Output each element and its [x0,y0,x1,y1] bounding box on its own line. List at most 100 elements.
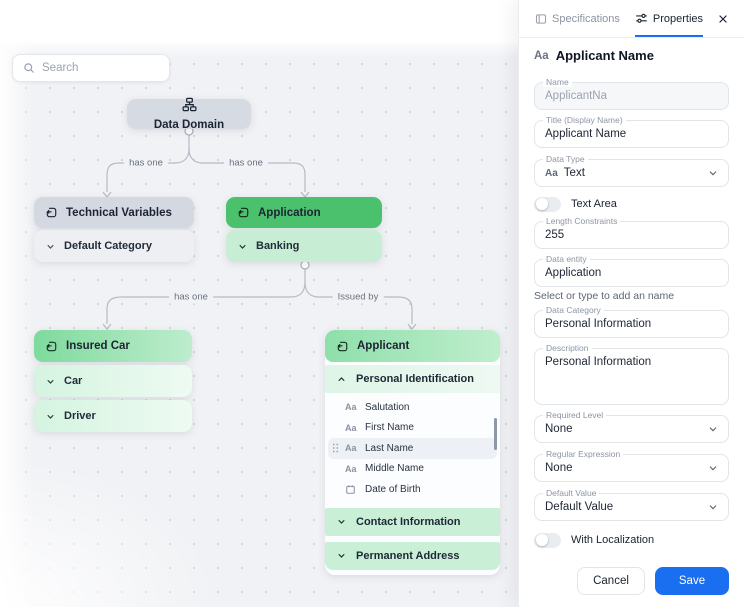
entity-icon [237,206,250,219]
search-input[interactable] [42,62,196,74]
category-row-personal-identification[interactable]: Personal Identification [325,365,500,393]
node-title: Technical Variables [66,206,172,219]
properties-panel: Specifications Properties Aa Applicant N… [518,0,744,607]
attribute-scrollbar[interactable] [493,418,497,450]
close-icon [719,14,727,23]
chevron-down-icon[interactable] [45,411,56,422]
chevron-down-icon[interactable] [336,516,347,527]
field-label: Regular Expression [543,449,624,459]
chevron-down-icon[interactable] [237,241,248,252]
category-row-car[interactable]: Car [34,365,192,397]
entity-icon [45,340,58,353]
specifications-icon [535,13,547,25]
text-type-icon: Aa [345,402,357,413]
attribute-row-salutation[interactable]: Aa Salutation [325,397,500,418]
save-button[interactable]: Save [655,567,729,595]
text-type-icon: Aa [345,443,357,454]
chevron-down-icon [707,501,719,513]
category-row-driver[interactable]: Driver [34,400,192,432]
category-label: Contact Information [356,515,461,528]
category-row-contact-information[interactable]: Contact Information [325,507,500,536]
field-label: Description [543,343,592,353]
canvas-search[interactable] [12,54,196,82]
panel-tabs: Specifications Properties [519,0,744,38]
node-header[interactable]: Applicant [325,330,500,362]
field-value: None [545,462,573,474]
attribute-label: First Name [365,422,414,434]
chevron-down-icon[interactable] [45,241,56,252]
tab-properties[interactable]: Properties [634,0,704,37]
required-level-select[interactable]: Required Level None [534,410,729,443]
sitemap-icon [182,97,197,112]
drag-handle-icon[interactable] [332,443,339,454]
tab-label: Specifications [552,12,620,25]
category-label: Banking [256,240,300,252]
sliders-icon [635,12,648,25]
length-constraints-field[interactable]: Length Constraints 255 [534,216,729,249]
chevron-down-icon[interactable] [45,376,56,387]
tab-specifications[interactable]: Specifications [535,0,620,37]
field-label: Title (Display Name) [543,115,626,125]
category-label: Default Category [64,240,153,252]
text-area-toggle[interactable] [534,196,561,212]
category-row-default-category[interactable]: Default Category [34,230,194,262]
chevron-down-icon [707,462,719,474]
entity-icon [45,206,58,219]
node-application[interactable]: Application Banking [226,197,382,262]
category-label: Permanent Address [356,549,460,562]
field-value: 255 [545,229,565,241]
diagram-canvas[interactable]: has one has one has one Issued by Data D… [0,42,518,607]
attribute-label: Last Name [365,442,414,454]
node-data-domain[interactable]: Data Domain [127,97,251,131]
attribute-row-date-of-birth[interactable]: Date of Birth [325,479,500,500]
node-title: Applicant [357,340,410,352]
field-value: Application [545,267,602,279]
category-row-banking[interactable]: Banking [226,230,382,262]
node-title: Application [258,206,321,219]
field-label: Length Constraints [543,216,621,226]
node-header[interactable]: Insured Car [34,330,192,362]
field-value: None [545,423,573,435]
default-value-select[interactable]: Default Value Default Value [534,488,729,521]
panel-actions: Cancel Save [519,567,744,595]
text-area-toggle-row: Text Area [519,196,744,212]
attribute-label: Middle Name [365,463,424,475]
chevron-down-icon[interactable] [336,550,347,561]
localization-toggle-row: With Localization [519,532,744,548]
regular-expression-select[interactable]: Regular Expression None [534,449,729,482]
text-type-icon: Aa [345,463,357,474]
node-title: Data Domain [153,119,225,131]
field-label: Required Level [543,410,607,420]
attribute-row-first-name[interactable]: Aa First Name [325,418,500,439]
field-value: ApplicantNa [545,90,608,102]
display-name-field[interactable]: Title (Display Name) Applicant Name [534,115,729,148]
edge-label-has-one-2: has one [224,156,268,170]
category-label: Driver [64,410,96,422]
node-insured-car[interactable]: Insured Car Car Driver [34,330,192,432]
chevron-down-icon [707,167,719,179]
description-field[interactable]: Description Personal Information [534,343,729,405]
attribute-row-last-name[interactable]: Aa Last Name [328,438,497,459]
attribute-row-middle-name[interactable]: Aa Middle Name [325,459,500,480]
localization-toggle[interactable] [534,532,561,548]
field-value: Default Value [545,501,614,513]
close-panel-button[interactable] [717,0,729,37]
edge-label-has-one-1: has one [124,156,168,170]
data-type-select[interactable]: Data Type Aa Text [534,154,729,187]
category-row-permanent-address[interactable]: Permanent Address [325,541,500,570]
field-value: Text [563,167,585,179]
toggle-label: With Localization [571,534,655,546]
helper-text: Select or type to add an name [534,290,675,302]
name-field[interactable]: Name ApplicantNa [534,77,729,110]
data-category-field[interactable]: Data Category Personal Information [534,305,729,338]
cancel-button[interactable]: Cancel [577,567,645,595]
chevron-up-icon[interactable] [336,374,347,385]
node-header[interactable]: Application [226,197,382,228]
attribute-label: Date of Birth [365,483,421,495]
chevron-down-icon [707,423,719,435]
node-technical-variables[interactable]: Technical Variables Default Category [34,197,194,262]
category-label: Car [64,375,83,387]
node-applicant[interactable]: Applicant Personal Identification Aa Sal… [325,330,500,575]
data-entity-field[interactable]: Data entity Application [534,254,729,287]
node-header[interactable]: Technical Variables [34,197,194,228]
